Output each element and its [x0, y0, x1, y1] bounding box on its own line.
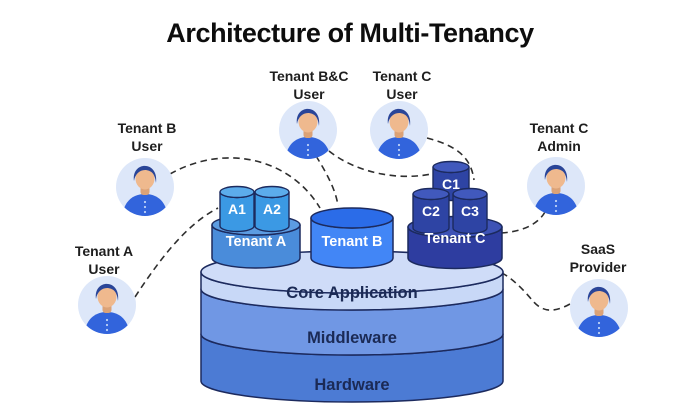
connector-saas-provider [497, 271, 571, 311]
tenant-bc-user-avatar [279, 101, 337, 160]
connector-tenant-c-admin [496, 211, 546, 234]
tenant-a-user-label-2: User [88, 261, 120, 277]
tenant-c-admin-label-2: Admin [537, 138, 581, 154]
persona-labels: Tenant B User Tenant B&C User Tenant C U… [75, 68, 627, 277]
tenant-a1-top [219, 185, 255, 199]
saas-provider-label-1: SaaS [581, 241, 615, 257]
tenant-c-user-avatar [370, 101, 428, 160]
tenant-bc-user-label-2: User [293, 86, 325, 102]
connector-tenant-bc-user-c [328, 150, 441, 178]
tenant-a2-top [254, 185, 290, 199]
page-title: Architecture of Multi-Tenancy [166, 18, 534, 48]
label-c2: C2 [422, 203, 440, 219]
platform-stack: Core Application Middleware Hardware [200, 250, 504, 403]
tenant-a-user-avatar [78, 276, 136, 335]
label-tenant-a: Tenant A [226, 234, 287, 250]
label-a1: A1 [228, 201, 246, 217]
tenant-c-admin-label-1: Tenant C [530, 120, 589, 136]
label-tenant-c: Tenant C [425, 231, 486, 247]
connector-tenant-c-user [426, 137, 475, 181]
connector-tenant-bc-user-b [315, 155, 339, 207]
label-c1: C1 [442, 176, 460, 192]
label-hardware: Hardware [314, 376, 389, 394]
label-core-application: Core Application [286, 284, 417, 302]
saas-provider-avatar [570, 279, 628, 338]
tenant-c-user-label-2: User [386, 86, 418, 102]
tenant-c-admin-avatar [527, 157, 585, 216]
label-c3: C3 [461, 203, 479, 219]
tenant-b-user-avatar [116, 158, 174, 217]
tenant-b-top [310, 207, 394, 229]
tenant-c3-top [452, 187, 488, 201]
tenant-c2-top [412, 187, 450, 201]
saas-provider-label-2: Provider [570, 259, 627, 275]
tenant-a-user-label-1: Tenant A [75, 243, 133, 259]
label-tenant-b: Tenant B [322, 234, 383, 250]
tenant-b-user-label-1: Tenant B [118, 120, 177, 136]
label-a2: A2 [263, 201, 281, 217]
tenant-c1-top [432, 160, 470, 174]
tenant-c-group: C1 C2 C3 Tenant C [407, 160, 503, 270]
tenant-b-group: Tenant B [310, 207, 394, 269]
connector-tenant-a-user [134, 207, 219, 298]
tenant-a-group: A1 A2 Tenant A [211, 185, 301, 269]
label-middleware: Middleware [307, 329, 397, 347]
tenant-bc-user-label-1: Tenant B&C [269, 68, 348, 84]
tenant-b-user-label-2: User [131, 138, 163, 154]
tenant-c-user-label-1: Tenant C [373, 68, 432, 84]
